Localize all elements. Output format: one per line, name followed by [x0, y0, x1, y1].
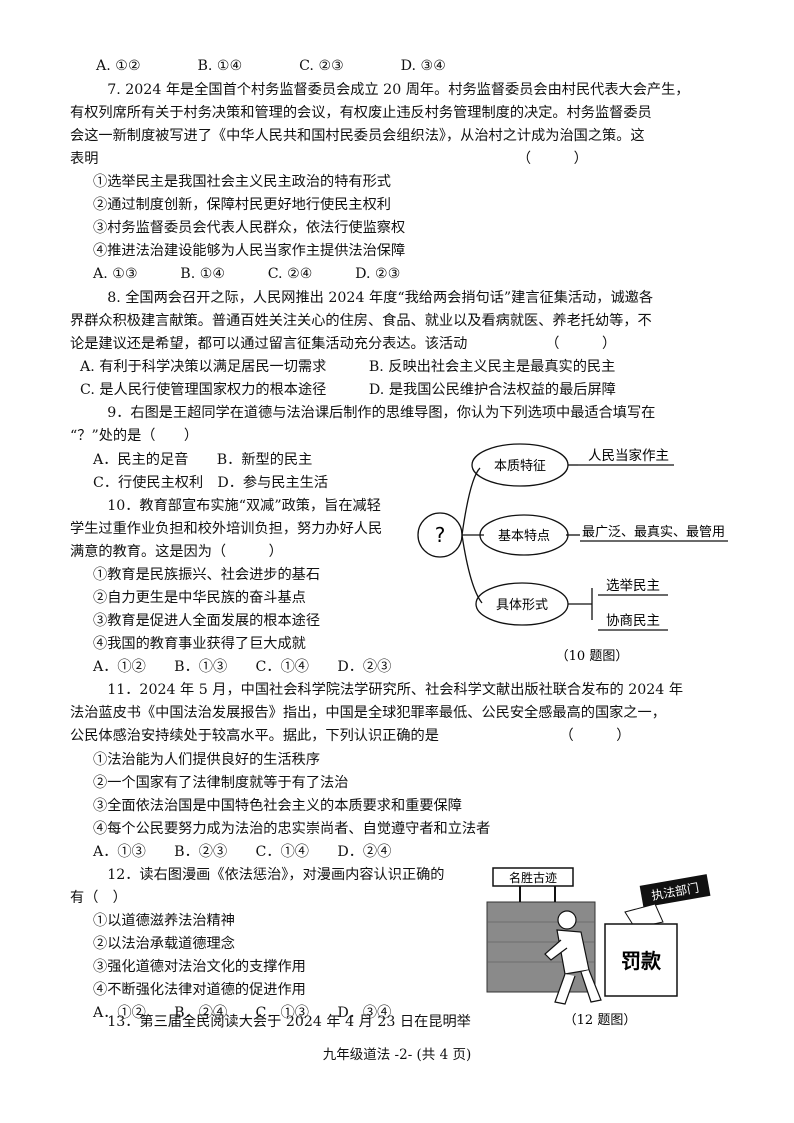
text-line: 有（ ） — [70, 890, 127, 906]
mindmap-leaf: 选举民主 — [606, 578, 660, 594]
mindmap-node: 具体形式 — [496, 598, 548, 613]
text-line: 表明 （ ） — [70, 151, 588, 167]
cartoon-image: 名胜古迹 执法部门 罚款 （12 题图） — [486, 867, 711, 1028]
text-line: 界群众积极建言献策。普通百姓关注关心的住房、食品、就业以及看病就医、养老托幼等，… — [70, 313, 652, 329]
mindmap-node: 本质特征 — [494, 459, 546, 474]
mindmap-leaf: 人民当家作主 — [588, 447, 669, 464]
fine-text: 罚款 — [621, 949, 662, 973]
text-line: ②一个国家有了法律制度就等于有了法治 — [93, 775, 349, 791]
page-footer: 九年级道法 -2- (共 4 页) — [322, 1047, 472, 1063]
text-line: 会这一新制度被写进了《中华人民共和国村民委员会组织法》，从治村之计成为治国之策。… — [70, 128, 645, 144]
text-line: ③全面依法治国是中国特色社会主义的本质要求和重要保障 — [93, 798, 462, 814]
person-figure — [544, 910, 602, 1005]
text-line: “？”处的是（ ） — [70, 428, 199, 444]
mindmap-center-label: ? — [435, 523, 446, 547]
sign-board — [492, 867, 574, 887]
text-line: ③教育是促进人全面发展的根本途径 — [93, 613, 321, 629]
text-line: ①以道德滋养法治精神 — [93, 913, 235, 929]
mindmap-diagram: ? 本质特征 基本特点 具体形式 人民当家作主 最广泛、最真实、最管用 选举民主… — [417, 443, 728, 664]
text-line: 10．教育部宣布实施“双减”政策，旨在减轻 — [93, 498, 381, 514]
text-line: ①法治能为人们提供良好的生活秩序 — [93, 752, 321, 768]
text-line: ④推进法治建设能够为人民当家作主提供法治保障 — [93, 243, 406, 259]
text-line: A. ①② B. ①④ C. ②③ D. ③④ — [96, 58, 446, 74]
mindmap-node: 基本特点 — [498, 529, 550, 544]
text-line: ④我国的教育事业获得了巨大成就 — [93, 636, 306, 652]
text-line: ③强化道德对法治文化的支撑作用 — [93, 959, 306, 975]
mindmap-leaf: 最广泛、最真实、最管用 — [582, 525, 725, 540]
text-line: 13．第三届全民阅读大会于 2024 年 4 月 23 日在昆明举 — [93, 1014, 471, 1030]
text-line: C. 是人民行使管理国家权力的根本途径 D. 是我国公民维护合法权益的最后屏障 — [80, 382, 616, 398]
text-line: A. 有利于科学决策以满足居民一切需求 B. 反映出社会主义民主是最真实的民主 — [80, 359, 616, 375]
text-line: A．①③ B．②③ C．①④ D．②④ — [93, 844, 392, 860]
stamp-box — [639, 874, 711, 908]
fine-box — [604, 923, 678, 997]
text-line: A．①② B．②④ C．①③ D．③④ — [93, 1005, 392, 1021]
text-line: ②通过制度创新，保障村民更好地行使民主权利 — [93, 197, 391, 213]
cartoon-caption: （12 题图） — [564, 1013, 637, 1028]
text-line: ④不断强化法律对道德的促进作用 — [93, 982, 306, 998]
text-line: 公民体感治安持续处于较高水平。据此，下列认识正确的是 （ ） — [70, 728, 631, 744]
sign-text: 名胜古迹 — [509, 870, 557, 885]
text-line: 学生过重作业负担和校外培训负担，努力办好人民 — [70, 521, 383, 537]
text-line: 8. 全国两会召开之际，人民网推出 2024 年度“我给两会捎句话”建言征集活动… — [93, 290, 654, 306]
text-line: 9．右图是王超同学在道德与法治课后制作的思维导图，你认为下列选项中最适合填写在 — [93, 405, 656, 421]
mindmap-caption: （10 题图） — [556, 649, 629, 664]
text-line: ③村务监督委员会代表人民群众，依法行使监察权 — [93, 220, 406, 236]
text-line: ④每个公民要努力成为法治的忠实崇尚者、自觉遵守者和立法者 — [93, 821, 491, 837]
text-line: 7. 2024 年是全国首个村务监督委员会成立 20 周年。村务监督委员会由村民… — [93, 82, 690, 98]
text-line: A．民主的足音 B．新型的民主 — [93, 452, 313, 468]
text-line: ②自力更生是中华民族的奋斗基点 — [93, 590, 306, 606]
text-line: A. ①③ B. ①④ C. ②④ D. ②③ — [93, 266, 401, 282]
text-line: C．行使民主权利 D．参与民主生活 — [93, 475, 329, 491]
text-line: 论是建议还是希望，都可以通过留言征集活动充分表达。该活动 （ ） — [70, 336, 617, 352]
text-line: 12．读右图漫画《依法惩治》，对漫画内容认识正确的 — [93, 867, 445, 883]
text-line: ①选举民主是我国社会主义民主政治的特有形式 — [93, 174, 391, 190]
text-line: 11．2024 年 5 月，中国社会科学院法学研究所、社会科学文献出版社联合发布… — [93, 682, 684, 698]
text-line: ②以法治承载道德理念 — [93, 936, 235, 952]
text-line: ①教育是民族振兴、社会进步的基石 — [93, 567, 321, 583]
text-line: 有权列席所有关于村务决策和管理的会议，有权废止违反村务管理制度的决定。村务监督委… — [70, 105, 652, 121]
text-line: 满意的教育。这是因为（ ） — [70, 544, 283, 560]
text-line: 法治蓝皮书《中国法治发展报告》指出，中国是全球犯罪率最低、公民安全感最高的国家之… — [70, 705, 666, 721]
text-line: A．①② B．①③ C．①④ D．②③ — [93, 659, 392, 675]
mindmap-leaf: 协商民主 — [606, 613, 660, 629]
